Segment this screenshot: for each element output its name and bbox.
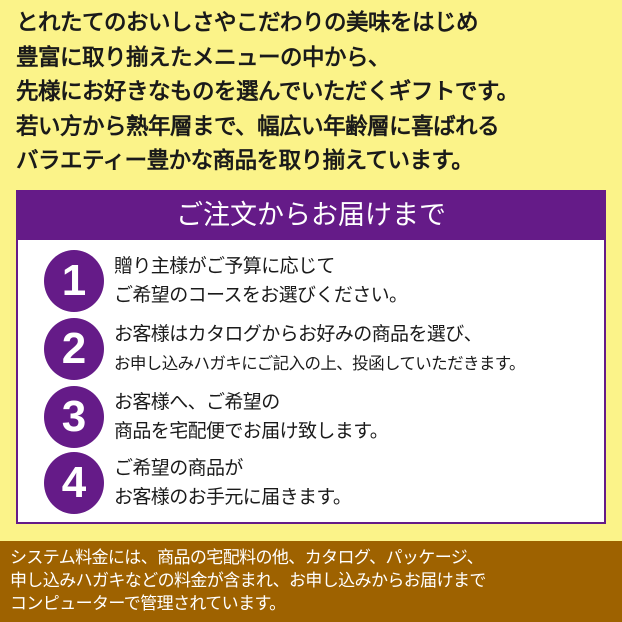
step-line: ご希望の商品が bbox=[114, 457, 243, 479]
footer-line: コンピューターで管理されています。 bbox=[10, 594, 286, 614]
step-number-badge: 4 bbox=[44, 452, 104, 514]
intro-line: 若い方から熟年層まで、幅広い年齢層に喜ばれる bbox=[16, 113, 500, 140]
order-process-box: ご注文からお届けまで 1 贈り主様がご予算に応じて ご希望のコースをお選びくださ… bbox=[16, 190, 606, 524]
step-1: 1 贈り主様がご予算に応じて ご希望のコースをお選びください。 bbox=[18, 248, 604, 314]
step-line: 贈り主様がご予算に応じて bbox=[114, 255, 335, 277]
step-4: 4 ご希望の商品が お客様のお手元に届きます。 bbox=[18, 450, 604, 516]
step-text: お客様へ、ご希望の 商品を宅配便でお届け致します。 bbox=[114, 388, 389, 446]
step-number-badge: 1 bbox=[44, 250, 104, 312]
step-text: お客様はカタログからお好みの商品を選び、 お申し込みハガキにご記入の上、投函して… bbox=[114, 320, 526, 378]
intro-line: 豊富に取り揃えたメニューの中から、 bbox=[16, 44, 391, 71]
system-fee-note: システム料金には、商品の宅配料の他、カタログ、パッケージ、 申し込みハガキなどの… bbox=[0, 541, 622, 622]
intro-line: バラエティー豊かな商品を取り揃えています。 bbox=[16, 148, 474, 174]
footer-line: システム料金には、商品の宅配料の他、カタログ、パッケージ、 bbox=[10, 548, 484, 568]
intro-line: 先様にお好きなものを選んでいただくギフトです。 bbox=[16, 79, 519, 105]
step-2: 2 お客様はカタログからお好みの商品を選び、 お申し込みハガキにご記入の上、投函… bbox=[18, 316, 604, 382]
step-line: お客様へ、ご希望の bbox=[114, 391, 280, 413]
step-line: お申し込みハガキにご記入の上、投函していただきます。 bbox=[114, 354, 526, 373]
footer-line: 申し込みハガキなどの料金が含まれ、お申し込みからお届けまで bbox=[10, 571, 486, 591]
step-line: 商品を宅配便でお届け致します。 bbox=[114, 420, 389, 442]
process-title: ご注文からお届けまで bbox=[18, 192, 604, 240]
step-text: 贈り主様がご予算に応じて ご希望のコースをお選びください。 bbox=[114, 252, 408, 310]
intro-line: とれたてのおいしさやこだわりの美味をはじめ bbox=[16, 10, 479, 36]
step-line: お客様はカタログからお好みの商品を選び、 bbox=[114, 323, 483, 345]
step-line: お客様のお手元に届きます。 bbox=[114, 486, 352, 508]
step-line: ご希望のコースをお選びください。 bbox=[114, 284, 408, 306]
step-number-badge: 3 bbox=[44, 386, 104, 448]
step-text: ご希望の商品が お客様のお手元に届きます。 bbox=[114, 454, 352, 512]
intro-text: とれたてのおいしさやこだわりの美味をはじめ 豊富に取り揃えたメニューの中から、 … bbox=[16, 6, 616, 179]
step-number-badge: 2 bbox=[44, 318, 104, 380]
step-3: 3 お客様へ、ご希望の 商品を宅配便でお届け致します。 bbox=[18, 384, 604, 450]
